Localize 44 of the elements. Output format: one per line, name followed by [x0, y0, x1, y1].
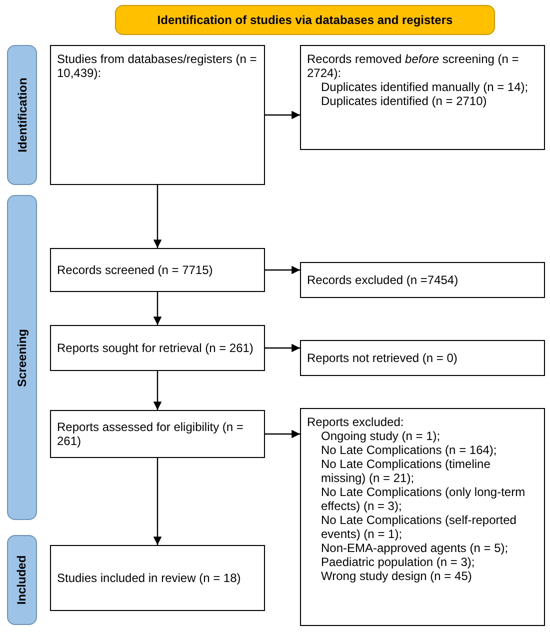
box-text: Reports sought for retrieval (n = 261) — [57, 341, 254, 355]
arrow — [265, 266, 300, 274]
process-box — [300, 45, 545, 150]
stage-label: Screening — [15, 328, 29, 387]
process-box — [50, 325, 265, 371]
list-item: Ongoing study (n = 1); — [320, 429, 442, 443]
banner-title: Identification of studies via databases and registers — [157, 13, 453, 27]
arrow — [153, 185, 162, 248]
process-box — [300, 340, 545, 376]
box-text: Reports not retrieved (n = 0) — [307, 351, 458, 365]
stage-label: Included — [15, 555, 29, 605]
box-text: Studies from databases/registers (n = 10,439): — [57, 52, 258, 80]
box-text: Reports excluded: — [307, 415, 405, 429]
stage-label: Identification — [15, 78, 29, 152]
process-box — [50, 410, 265, 458]
heading-banner — [115, 5, 495, 35]
box-text: Reports assessed for eligibility (n = 261) — [57, 420, 244, 448]
arrow — [265, 344, 300, 352]
list-item: Non-EMA-approved agents (n = 5); — [320, 541, 510, 555]
list-item: No Late Complications (only long-term effects) (n = 3); — [320, 485, 526, 513]
list-item: No Late Complications (self-reported events) (n = 1); — [320, 513, 518, 541]
box-text: Records screened (n = 7715) — [57, 263, 214, 277]
arrow — [265, 430, 300, 438]
process-box — [50, 248, 265, 292]
list-item: Duplicates identified (n = 2710) — [320, 94, 488, 108]
process-box — [300, 262, 545, 298]
process-box — [300, 408, 545, 626]
process-box — [50, 545, 265, 611]
box-text: Records excluded (n =7454) — [307, 273, 460, 287]
box-text: Records removed before screening (n = 2724): — [307, 52, 520, 80]
box-text: Studies included in review (n = 18) — [57, 571, 242, 585]
list-item: No Late Complications (timeline missing) (n = 21); — [320, 457, 492, 485]
arrow — [265, 110, 300, 120]
list-item: Paediatric population (n = 3); — [320, 555, 476, 569]
stage-band — [7, 45, 37, 185]
list-item: No Late Complications (n = 164); — [320, 443, 498, 457]
arrow — [153, 371, 162, 410]
process-box — [50, 45, 265, 185]
arrow — [153, 458, 162, 545]
stage-band — [7, 535, 37, 625]
list-item: Wrong study design (n = 45) — [320, 569, 473, 583]
stage-band — [7, 195, 37, 520]
arrow — [153, 292, 162, 325]
list-item: Duplicates identified manually (n = 14); — [320, 80, 530, 94]
